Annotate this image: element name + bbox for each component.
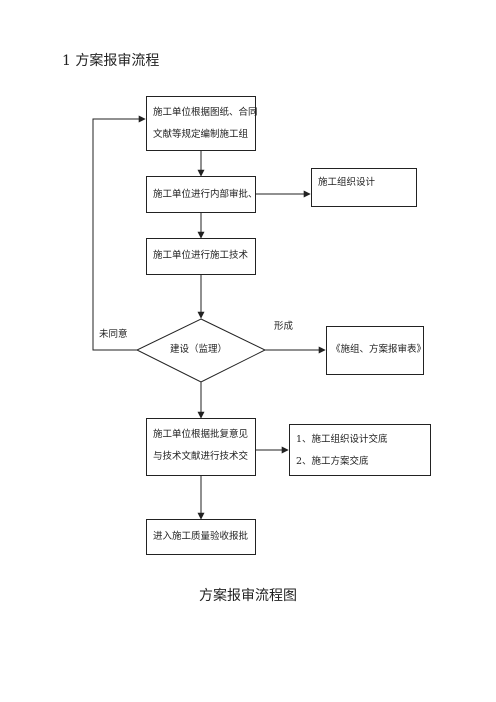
step1-line2: 文献等规定编制施工组 [153,129,249,140]
step2-label: 施工单位进行内部审批、 [153,189,258,200]
side-brief-box: 1、施工组织设计交底 2、施工方案交底 [289,424,431,476]
page-heading: 1 方案报审流程 [62,53,160,69]
step3-label: 施工单位进行施工技术 [153,250,249,261]
side-design-label: 施工组织设计 [318,177,376,188]
step4-line2: 与技术文献进行技术交 [153,451,249,462]
side-form-box: 《施组、方案报审表》 [326,326,427,375]
step4-line1: 施工单位根据批复意见 [153,429,249,440]
step2-box: 施工单位进行内部审批、 [146,176,258,213]
side-brief-line2: 2、施工方案交底 [296,456,369,467]
form-label: 形成 [274,321,294,332]
reject-label: 未同意 [99,329,128,340]
side-form-label: 《施组、方案报审表》 [331,344,427,355]
step3-box: 施工单位进行施工技术 [146,238,256,275]
step1-box: 施工单位根据图纸、合同 文献等规定编制施工组 [146,96,258,151]
diagram-caption: 方案报审流程图 [199,588,297,604]
step5-label: 进入施工质量验收报批 [153,531,249,542]
arrow-reject-loop [92,115,146,351]
step1-line1: 施工单位根据图纸、合同 [153,107,258,118]
decision-label: 建设（监理） [170,344,228,355]
side-design-box: 施工组织设计 [311,168,417,207]
side-brief-line1: 1、施工组织设计交底 [296,434,388,445]
step5-box: 进入施工质量验收报批 [146,519,256,555]
step4-box: 施工单位根据批复意见 与技术文献进行技术交 [146,418,256,476]
